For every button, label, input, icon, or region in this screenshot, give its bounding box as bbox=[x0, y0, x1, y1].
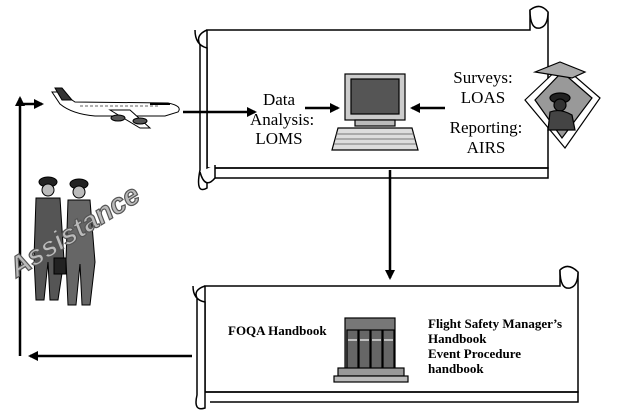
reporting-label: Reporting: AIRS bbox=[446, 118, 526, 157]
event-procedure-line2: handbook bbox=[428, 360, 484, 376]
fsm-handbook-line1: Flight Safety Manager’s bbox=[428, 316, 563, 331]
data-analysis-line2: Analysis: bbox=[250, 109, 315, 129]
surveys-line2: LOAS bbox=[460, 87, 506, 107]
computer-icon bbox=[331, 73, 419, 151]
event-procedure-line1: Event Procedure bbox=[428, 345, 522, 361]
fsm-handbook-line2: Handbook bbox=[428, 330, 487, 346]
flow-arrows bbox=[15, 96, 445, 361]
reporting-line2: AIRS bbox=[466, 137, 506, 157]
surveys-line1: Surveys: bbox=[453, 68, 513, 87]
businessmen-icon bbox=[33, 176, 96, 306]
handbooks-list: Flight Safety Manager’s Handbook Event P… bbox=[428, 316, 588, 377]
data-analysis-label: Data Analysis: LOMS bbox=[250, 90, 315, 149]
foqa-handbook-label: FOQA Handbook bbox=[228, 323, 327, 338]
surveys-label: Surveys: LOAS bbox=[448, 68, 518, 107]
data-analysis-line3: LOMS bbox=[255, 129, 303, 149]
books-icon bbox=[333, 317, 409, 383]
pilot-icon bbox=[524, 61, 601, 149]
airplane-icon bbox=[51, 87, 180, 129]
reporting-line1: Reporting: bbox=[449, 118, 523, 137]
data-analysis-line1: Data bbox=[262, 90, 296, 109]
